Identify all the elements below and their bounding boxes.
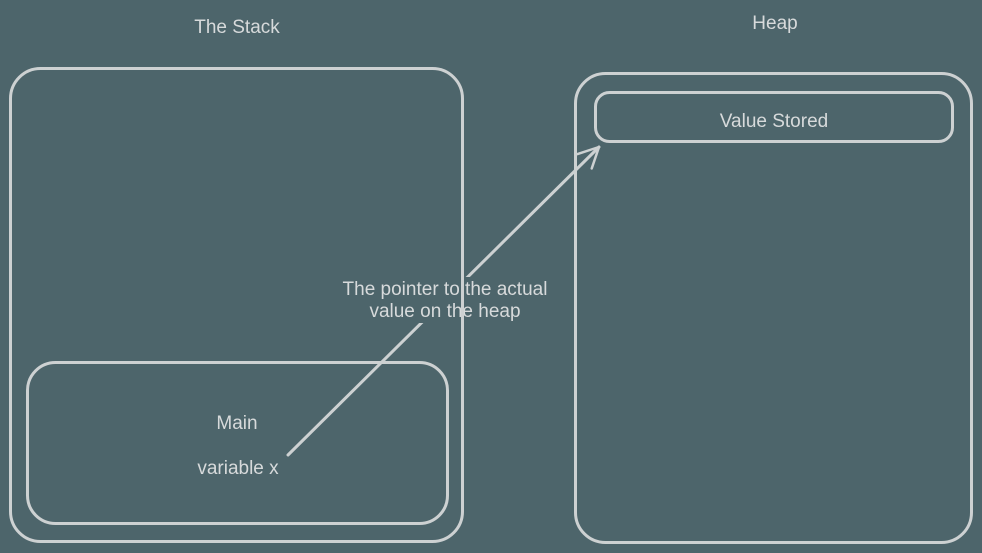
heap-frame (574, 72, 973, 544)
main-frame (26, 361, 449, 525)
stack-frame (9, 67, 464, 543)
pointer-label-background (330, 277, 558, 323)
main-frame-label: Main (216, 413, 257, 434)
pointer-label-line1: The pointer to the actual (343, 279, 548, 300)
value-stored-label: Value Stored (720, 111, 828, 132)
variable-x-label: variable x (197, 458, 279, 479)
heap-title: Heap (752, 13, 797, 34)
pointer-label-line2: value on the heap (369, 301, 520, 322)
value-stored-box (594, 91, 954, 143)
stack-title: The Stack (194, 17, 280, 38)
